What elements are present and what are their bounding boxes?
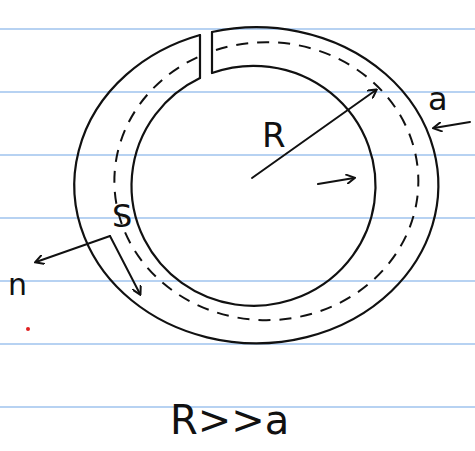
arrows (36, 90, 470, 294)
toroid (74, 27, 438, 343)
radius-label: R (262, 118, 286, 152)
red-dot (26, 327, 30, 331)
thickness-label: a (428, 83, 448, 115)
condition-label: R>>a (170, 400, 289, 440)
surface-label: S (112, 200, 132, 232)
dashed-path (114, 42, 418, 320)
normal-label: n (8, 270, 27, 300)
paper-lines (0, 29, 475, 407)
